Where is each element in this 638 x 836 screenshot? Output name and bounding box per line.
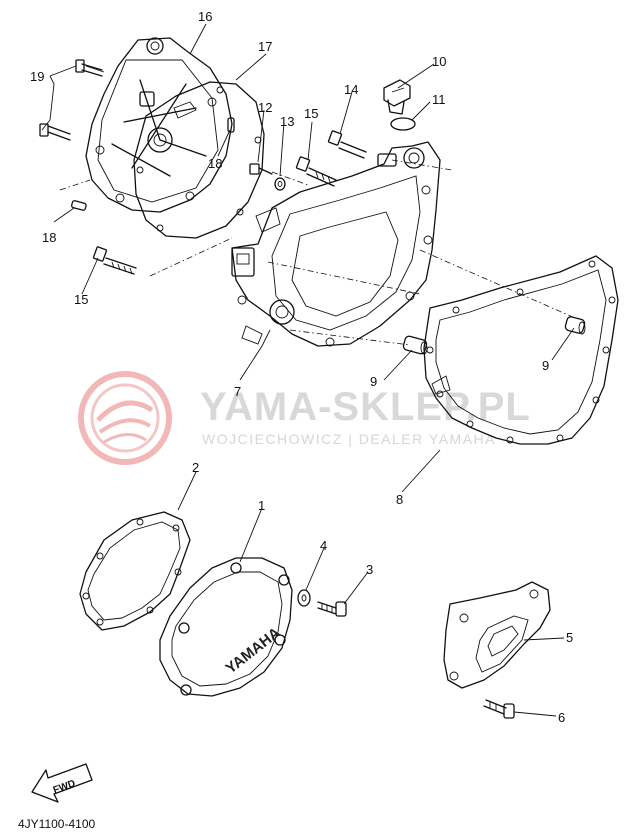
bolt-19-lower <box>39 123 71 141</box>
assembly-center-lines <box>59 159 576 346</box>
callout-13: 13 <box>280 114 294 129</box>
bolt-19-upper <box>75 59 105 77</box>
o-ring-11 <box>390 117 416 131</box>
washer-13 <box>274 177 286 191</box>
callout-18-left: 18 <box>42 230 56 245</box>
oil-filler-plug-10 <box>383 79 411 115</box>
crankcase-cover-7 <box>231 141 441 347</box>
callouts: 16 17 19 12 13 15 14 10 11 18 18 15 7 9 … <box>30 9 573 725</box>
clutch-cover-16 <box>85 37 233 213</box>
fwd-arrow-icon: FWD <box>31 763 93 803</box>
generator-cover-1: YAMAHA <box>159 557 293 697</box>
callout-3: 3 <box>366 562 373 577</box>
callout-19: 19 <box>30 69 44 84</box>
watermark-logo-icon <box>78 371 172 465</box>
bolt-14 <box>327 130 367 159</box>
sprocket-cover-5 <box>443 581 551 689</box>
callout-14: 14 <box>344 82 358 97</box>
dowel-18-left <box>71 200 87 211</box>
callout-6: 6 <box>558 710 565 725</box>
bolt-12 <box>249 163 273 175</box>
callout-17: 17 <box>258 39 272 54</box>
cover-logo-text: YAMAHA <box>223 624 284 677</box>
gasket-8 <box>423 255 619 445</box>
callout-15-upper: 15 <box>304 106 318 121</box>
watermark-title: YAMA-SKLEP.PL <box>200 385 531 429</box>
bolt-15-upper <box>295 156 337 187</box>
washer-4 <box>297 589 311 607</box>
callout-2: 2 <box>192 460 199 475</box>
callout-10: 10 <box>432 54 446 69</box>
callout-15-lower: 15 <box>74 292 88 307</box>
fwd-label: FWD <box>52 778 77 796</box>
callout-11: 11 <box>432 92 446 107</box>
dowel-18-right <box>227 117 235 133</box>
leader-lines <box>41 23 575 717</box>
watermark-subtitle: WOJCIECHOWICZ | DEALER YAMAHA <box>202 431 496 447</box>
callout-7: 7 <box>234 384 241 399</box>
callout-9-right: 9 <box>542 358 549 373</box>
watermark: YAMA-SKLEP.PL WOJCIECHOWICZ | DEALER YAM… <box>78 371 531 465</box>
dowel-9-right <box>564 316 586 335</box>
gasket-2 <box>79 511 191 631</box>
diagram-code: 4JY1100-4100 <box>18 817 96 831</box>
gasket-17 <box>133 81 265 239</box>
callout-16: 16 <box>198 9 212 24</box>
bolt-6 <box>483 699 515 719</box>
callout-12: 12 <box>258 100 272 115</box>
callout-4: 4 <box>320 538 327 553</box>
callout-8: 8 <box>396 492 403 507</box>
bolt-3 <box>317 601 347 617</box>
callout-1: 1 <box>258 498 265 513</box>
callout-18-right: 18 <box>208 156 222 171</box>
bolt-15-lower <box>92 246 137 275</box>
callout-9-center: 9 <box>370 374 377 389</box>
callout-5: 5 <box>566 630 573 645</box>
